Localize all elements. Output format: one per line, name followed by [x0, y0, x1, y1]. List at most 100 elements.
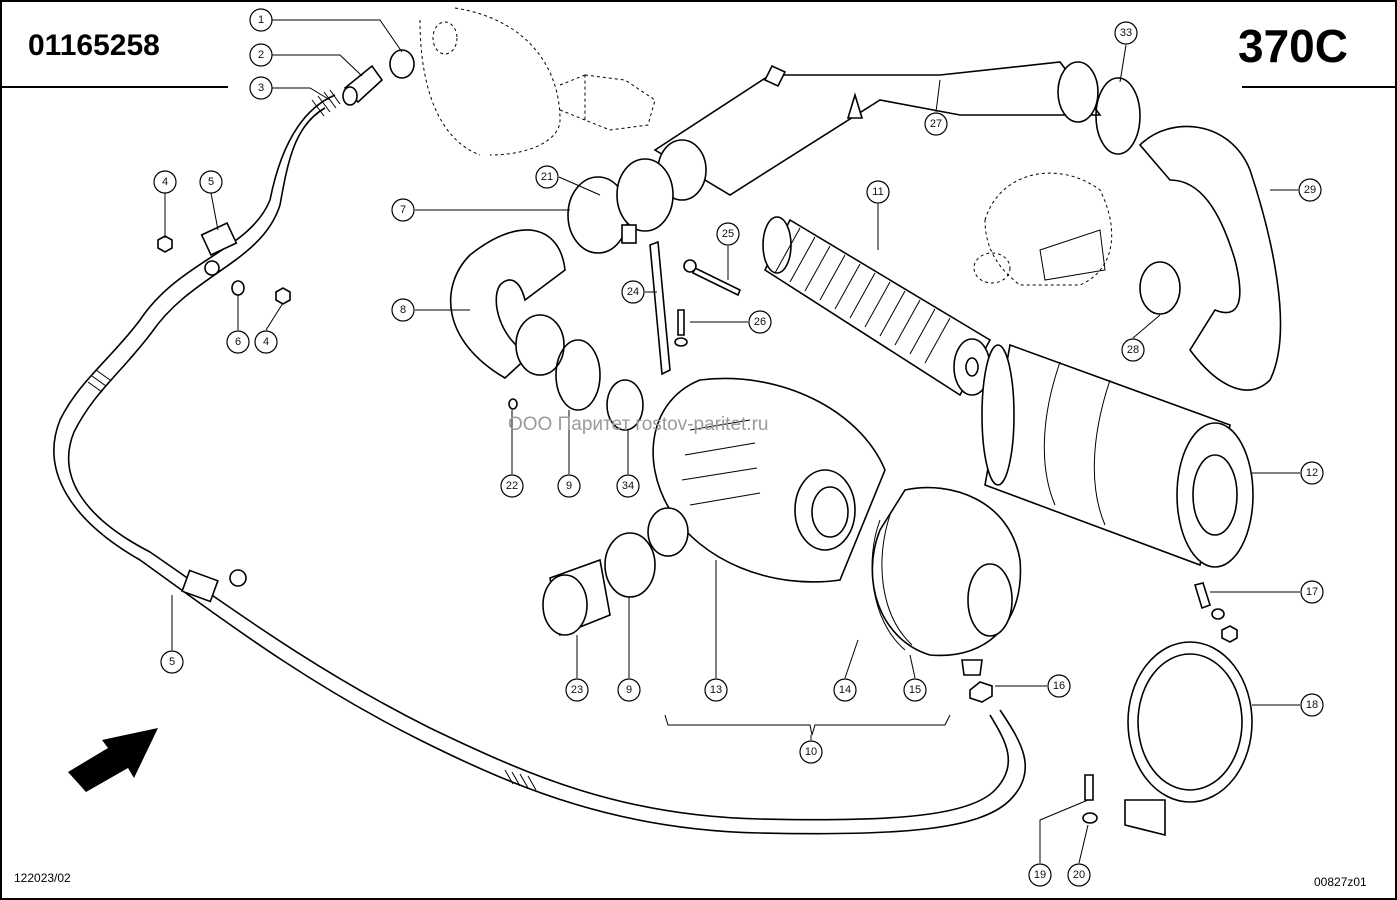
- callout-c12[interactable]: 12: [1300, 461, 1324, 485]
- callout-c4a[interactable]: 4: [153, 170, 177, 194]
- washer-6: [231, 280, 245, 296]
- turbo-dashed-port: [973, 252, 1011, 284]
- sleeve-34: [606, 379, 644, 431]
- callout-c27[interactable]: 27: [924, 112, 948, 136]
- callout-c10[interactable]: 10: [799, 740, 823, 764]
- callout-c23[interactable]: 23: [565, 678, 589, 702]
- svg-text:6: 6: [235, 336, 241, 348]
- callout-c7[interactable]: 7: [391, 198, 415, 222]
- leader-4b: [265, 302, 284, 331]
- hose-3-main: [53, 94, 1027, 835]
- clamp-28: [1139, 261, 1181, 315]
- callout-c3[interactable]: 3: [249, 76, 273, 100]
- leader-1: [272, 19, 403, 53]
- washer-20: [1082, 812, 1098, 824]
- callout-c14[interactable]: 14: [833, 678, 857, 702]
- callout-c5b[interactable]: 5: [160, 650, 184, 674]
- callout-c2[interactable]: 2: [249, 43, 273, 67]
- svg-text:7: 7: [400, 204, 406, 216]
- svg-text:4: 4: [263, 336, 269, 348]
- callout-c16[interactable]: 16: [1047, 674, 1071, 698]
- doc-number: 01165258: [28, 29, 160, 62]
- turbo-dashed: [984, 172, 1113, 286]
- callout-c20[interactable]: 20: [1067, 863, 1091, 887]
- bolt-17: [1193, 582, 1211, 610]
- housing-13-outlet-inner: [811, 486, 849, 538]
- callout-c26[interactable]: 26: [748, 310, 772, 334]
- intake-pipe-27-end-b: [1057, 61, 1099, 123]
- cover-15-valve: [961, 659, 983, 676]
- footer-right-code: 00827z01: [1314, 875, 1367, 889]
- washer-17: [1211, 608, 1225, 620]
- hose-ribs-top: [311, 89, 341, 117]
- callout-c33[interactable]: 33: [1114, 21, 1138, 45]
- svg-text:8: 8: [400, 304, 406, 316]
- svg-text:29: 29: [1304, 184, 1316, 196]
- callout-c15[interactable]: 15: [903, 678, 927, 702]
- callout-c1[interactable]: 1: [249, 8, 273, 32]
- svg-text:9: 9: [626, 684, 632, 696]
- callout-c28[interactable]: 28: [1121, 338, 1145, 362]
- svg-text:25: 25: [722, 228, 734, 240]
- callout-c18[interactable]: 18: [1300, 693, 1324, 717]
- callout-c4b[interactable]: 4: [254, 330, 278, 354]
- svg-text:5: 5: [169, 656, 175, 668]
- svg-text:24: 24: [627, 286, 639, 298]
- callout-c24[interactable]: 24: [621, 280, 645, 304]
- hose-ribs-left: [87, 369, 111, 393]
- pipe-27-brackets: [763, 64, 864, 119]
- svg-text:5: 5: [208, 176, 214, 188]
- clamp-33: [1095, 77, 1141, 155]
- svg-text:15: 15: [909, 684, 921, 696]
- callout-c9a[interactable]: 9: [557, 474, 581, 498]
- band-18-foot: [1124, 799, 1166, 837]
- leader-15: [909, 654, 916, 679]
- cover-15-port: [967, 563, 1013, 637]
- svg-text:12: 12: [1306, 467, 1318, 479]
- leader-lines: [164, 19, 1300, 864]
- housing-13-ribs: [681, 419, 761, 506]
- bolt-19: [1084, 774, 1094, 801]
- callout-c8[interactable]: 8: [391, 298, 415, 322]
- callout-c9b[interactable]: 9: [617, 678, 641, 702]
- leader-14: [844, 639, 859, 679]
- callout-c17[interactable]: 17: [1300, 580, 1324, 604]
- hose-29: [1138, 125, 1282, 391]
- filter-12-end-a: [981, 344, 1015, 486]
- callout-c22[interactable]: 22: [500, 474, 524, 498]
- leader-2: [272, 54, 363, 77]
- svg-text:16: 16: [1053, 680, 1065, 692]
- part-2-end: [342, 86, 358, 106]
- svg-text:22: 22: [506, 480, 518, 492]
- callout-c21[interactable]: 21: [535, 165, 559, 189]
- leader-33: [1119, 44, 1127, 83]
- clamp-5-lower-tab: [229, 569, 247, 587]
- svg-text:11: 11: [872, 186, 883, 198]
- elbow-8-end: [515, 314, 565, 376]
- nut-17: [1221, 625, 1238, 643]
- clamp-21-band: [616, 158, 674, 232]
- filter-11-pleats: [774, 227, 951, 364]
- callout-c6[interactable]: 6: [226, 330, 250, 354]
- filter-11-hole: [965, 357, 979, 377]
- callout-c5a[interactable]: 5: [199, 170, 223, 194]
- housing-13-inlet: [647, 507, 689, 557]
- engine-outline-dashed: [419, 7, 561, 156]
- callout-c19[interactable]: 19: [1028, 863, 1052, 887]
- callout-c25[interactable]: 25: [716, 222, 740, 246]
- nut-4-a: [157, 235, 173, 253]
- svg-text:3: 3: [258, 82, 264, 94]
- callout-c11[interactable]: 11: [866, 180, 890, 204]
- fitting-16: [969, 681, 993, 703]
- callout-c34[interactable]: 34: [616, 474, 640, 498]
- svg-text:1: 1: [258, 14, 264, 26]
- svg-text:9: 9: [566, 480, 572, 492]
- callout-c13[interactable]: 13: [704, 678, 728, 702]
- leader-27: [935, 79, 941, 113]
- watermark: ООО Паритет rostov-paritet.ru: [508, 414, 768, 435]
- band-18-inner: [1137, 653, 1243, 791]
- drawing: [53, 7, 1282, 837]
- clamp-5-lower: [181, 569, 219, 603]
- callout-c29[interactable]: 29: [1298, 178, 1322, 202]
- plug-22: [508, 398, 518, 410]
